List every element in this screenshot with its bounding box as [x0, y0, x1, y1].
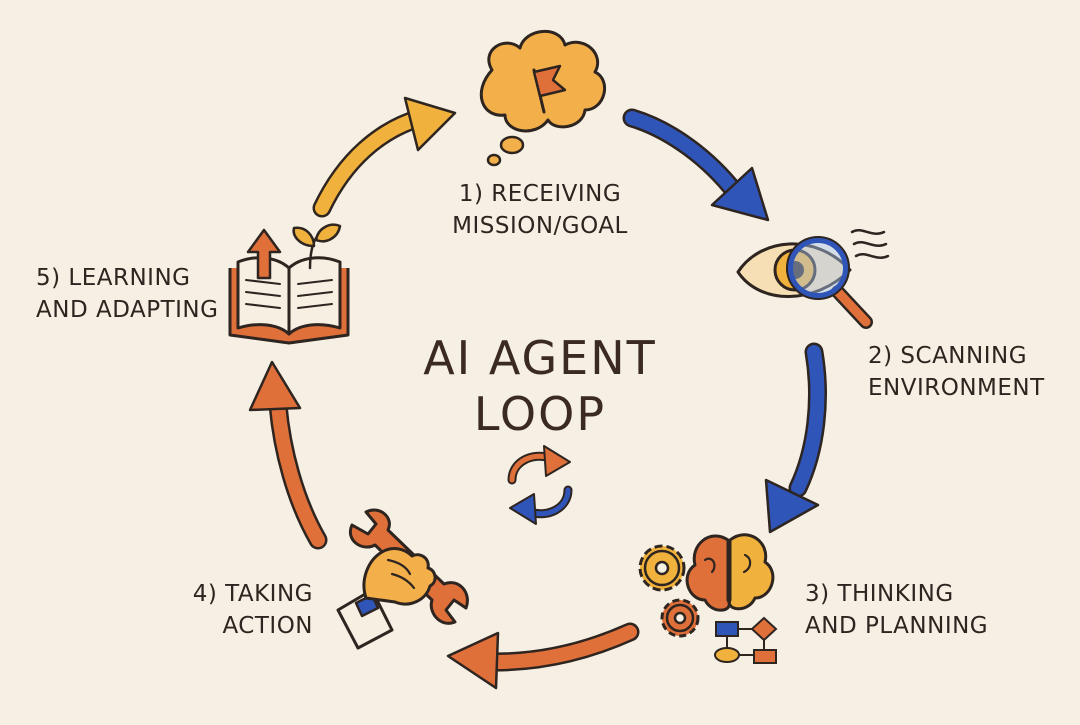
- step-5-label: 5) LEARNING AND ADAPTING: [36, 262, 219, 326]
- arrow-mission-to-scanning: [622, 108, 770, 222]
- step-5-subtitle: AND ADAPTING: [36, 297, 219, 323]
- step-1-number-title: 1) RECEIVING: [458, 181, 622, 207]
- step-4-label: 4) TAKING ACTION: [158, 578, 313, 642]
- open-book-plant-icon: [228, 223, 350, 345]
- arrow-learning-to-mission: [312, 96, 457, 218]
- title-line-1: AI AGENT: [423, 331, 657, 385]
- brain-gears-flowchart-icon: [638, 533, 778, 664]
- step-2-label: 2) SCANNING ENVIRONMENT: [868, 340, 1073, 404]
- step-3-subtitle: AND PLANNING: [805, 613, 989, 639]
- step-1-subtitle: MISSION/GOAL: [452, 213, 628, 239]
- step-4-subtitle: ACTION: [222, 613, 313, 639]
- arrow-thinking-to-action: [446, 622, 640, 690]
- step-2-subtitle: ENVIRONMENT: [868, 375, 1045, 401]
- diagram-title: AI AGENT LOOP: [400, 330, 680, 442]
- step-3-label: 3) THINKING AND PLANNING: [805, 578, 1005, 642]
- arrow-scanning-to-thinking: [764, 342, 827, 534]
- title-line-2: LOOP: [473, 387, 607, 441]
- step-3-number-title: 3) THINKING: [805, 581, 954, 607]
- eye-magnifier-icon: [736, 229, 890, 329]
- step-5-number-title: 5) LEARNING: [36, 265, 191, 291]
- arrow-action-to-learning: [248, 360, 328, 550]
- step-1-label: 1) RECEIVING MISSION/GOAL: [440, 178, 640, 242]
- cycle-arrows-icon: [507, 445, 573, 525]
- thought-cloud-flag-icon: [479, 29, 606, 167]
- step-2-number-title: 2) SCANNING: [868, 343, 1028, 369]
- hand-wrench-icon: [336, 508, 469, 650]
- step-4-number-title: 4) TAKING: [192, 581, 313, 607]
